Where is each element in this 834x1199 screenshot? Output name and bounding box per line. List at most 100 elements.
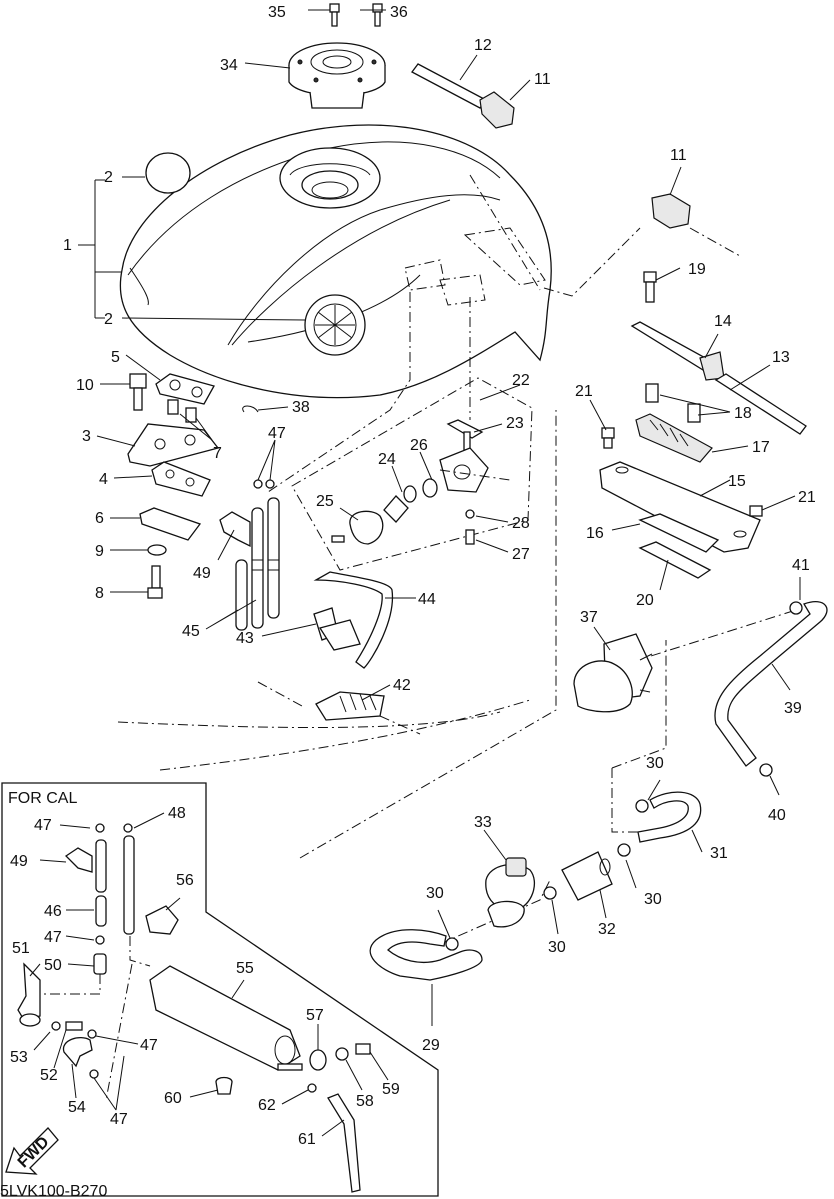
callout-18: 18 — [734, 405, 752, 422]
callout-49a: 49 — [193, 565, 211, 582]
callout-35: 35 — [268, 4, 286, 21]
bolt-8 — [147, 565, 163, 599]
callout-3: 3 — [82, 428, 91, 445]
callout-26: 26 — [410, 437, 428, 454]
diagram-code: 5LVK100-B270 — [0, 1183, 107, 1199]
callout-51: 51 — [12, 940, 30, 957]
washer-9 — [147, 544, 167, 556]
callout-39: 39 — [784, 700, 802, 717]
callout-36: 36 — [390, 4, 408, 21]
clip-47 — [253, 479, 275, 489]
callout-30c: 30 — [548, 939, 566, 956]
bolt-36 — [372, 3, 383, 27]
bolt-21a — [601, 427, 615, 449]
callout-13: 13 — [772, 349, 790, 366]
callout-45: 45 — [182, 623, 200, 640]
breather-pipe-12 — [411, 63, 487, 109]
bracket-49 — [219, 511, 251, 548]
callout-8: 8 — [95, 585, 104, 602]
callout-9: 9 — [95, 543, 104, 560]
callout-10: 10 — [76, 377, 94, 394]
fuel-tank — [119, 124, 552, 399]
bolt-19 — [643, 271, 657, 303]
collars-7 — [167, 399, 197, 423]
callout-14: 14 — [714, 313, 732, 330]
collars-18 — [645, 383, 701, 423]
callout-38: 38 — [292, 399, 310, 416]
leader-lines — [29, 9, 801, 1137]
bracket-33 — [485, 857, 535, 928]
callout-52: 52 — [40, 1067, 58, 1084]
callout-11b: 11 — [670, 147, 687, 164]
hose-39 — [714, 601, 828, 767]
callout-53: 53 — [10, 1049, 28, 1066]
bolt-10 — [129, 373, 147, 411]
callout-2a: 2 — [104, 169, 113, 186]
callout-21a: 21 — [575, 383, 593, 400]
bracket-15 — [599, 461, 761, 553]
callout-25: 25 — [316, 493, 334, 510]
callout-23: 23 — [506, 415, 524, 432]
callout-22: 22 — [512, 372, 530, 389]
callout-47b: 47 — [34, 817, 52, 834]
callout-47c: 47 — [44, 929, 62, 946]
callout-48: 48 — [168, 805, 186, 822]
fuel-cock-group — [291, 377, 533, 571]
filler-cap — [288, 42, 386, 109]
pad-16 — [638, 513, 720, 553]
holder-43 — [313, 607, 361, 651]
callout-11a: 11 — [534, 71, 551, 88]
callout-15: 15 — [728, 473, 746, 490]
bracket-14 — [630, 321, 725, 381]
callout-24: 24 — [378, 451, 396, 468]
grommet-11a — [479, 91, 515, 129]
callout-20: 20 — [636, 592, 654, 609]
callout-54: 54 — [68, 1099, 86, 1116]
damper-4 — [151, 461, 211, 497]
damper-42 — [315, 691, 385, 721]
callout-19: 19 — [688, 261, 706, 278]
callout-4: 4 — [99, 471, 108, 488]
callout-44: 44 — [418, 591, 436, 608]
callout-40: 40 — [768, 807, 786, 824]
clamps-30 — [445, 601, 803, 951]
hose-29 — [369, 929, 483, 981]
fuel-pump-37 — [573, 633, 653, 713]
callout-17: 17 — [752, 439, 770, 456]
callout-47e: 47 — [110, 1111, 128, 1128]
cal-box-label: FOR CAL — [8, 790, 77, 807]
callout-30a: 30 — [646, 755, 664, 772]
callout-46: 46 — [44, 903, 62, 920]
callout-60: 60 — [164, 1090, 182, 1107]
callout-1: 1 — [63, 237, 72, 254]
bolt-21b — [749, 505, 763, 517]
clip-38 — [242, 405, 259, 413]
callout-5: 5 — [111, 349, 120, 366]
callout-58: 58 — [356, 1093, 374, 1110]
callout-7: 7 — [213, 445, 222, 462]
callout-62: 62 — [258, 1097, 276, 1114]
fuel-filter-32 — [561, 851, 613, 901]
callout-33: 33 — [474, 814, 492, 831]
cal-parts — [17, 823, 371, 1193]
callout-42: 42 — [393, 677, 411, 694]
hoses-45 — [235, 497, 280, 631]
callout-55: 55 — [236, 960, 254, 977]
callout-50: 50 — [44, 957, 62, 974]
callout-59: 59 — [382, 1081, 400, 1098]
bolt-13 — [714, 373, 807, 435]
callout-6: 6 — [95, 510, 104, 527]
bracket-5 — [155, 373, 215, 405]
callout-2b: 2 — [104, 311, 113, 328]
callout-61: 61 — [298, 1131, 316, 1148]
cal-box — [1, 782, 439, 1197]
callout-31: 31 — [710, 845, 728, 862]
bolt-35 — [329, 3, 340, 27]
band-44 — [313, 571, 394, 669]
grommet-11b — [651, 193, 691, 229]
plate-6 — [139, 507, 202, 541]
callout-12: 12 — [474, 37, 492, 54]
callout-57: 57 — [306, 1007, 324, 1024]
callout-28: 28 — [512, 515, 530, 532]
bracket-3 — [127, 423, 220, 467]
